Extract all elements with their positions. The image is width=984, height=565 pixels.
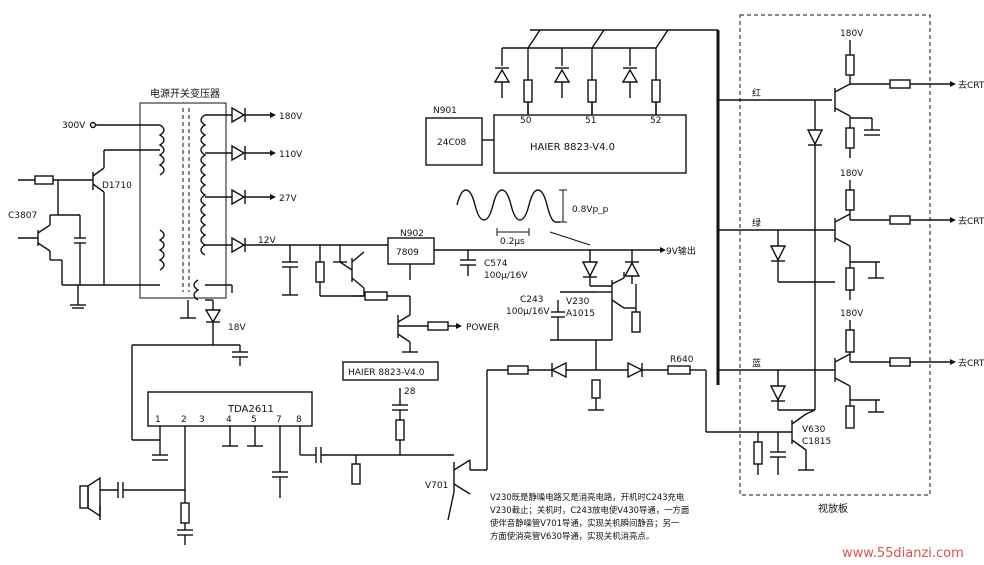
waveform-illustration <box>456 189 591 246</box>
label-red: 红 <box>752 87 761 99</box>
v701-transistor <box>447 459 487 521</box>
transformer-title: 电源开关变压器 <box>150 87 220 100</box>
regulator-stage <box>282 237 666 312</box>
label-180v-blue: 180V <box>840 309 864 319</box>
label-green: 绿 <box>752 217 761 229</box>
note-line-1: V230既是静噪电路又是消亮电路，开机时C243充电 <box>490 492 685 502</box>
label-v701: V701 <box>425 481 448 491</box>
tda-pin-1: 1 <box>155 415 161 425</box>
label-wave-period: 0.2μs <box>500 237 525 247</box>
label-c243-val: 100μ/16V <box>506 307 550 317</box>
label-n902: N902 <box>400 229 424 239</box>
switch-transistor-group <box>18 149 160 309</box>
label-n901: N901 <box>433 106 457 116</box>
video-amp-board <box>718 14 956 496</box>
label-wave-amplitude: 0.8Vp_p <box>572 205 609 215</box>
label-crt-red: 去CRT <box>958 79 984 91</box>
label-pin-28: 28 <box>404 387 416 397</box>
tda-pin-5: 5 <box>251 415 257 425</box>
label-c243: C243 <box>520 295 543 305</box>
label-tda2611: TDA2611 <box>227 404 274 415</box>
note-line-2: V230截止；关机时，C243放电使V430导通，一方面 <box>490 505 689 515</box>
label-180v-red: 180V <box>840 29 864 39</box>
tda2611-block <box>131 344 454 498</box>
label-c1815: C1815 <box>802 437 831 447</box>
label-300v: 300V <box>62 121 86 131</box>
label-110v: 110V <box>279 150 303 160</box>
diode-chain <box>486 361 792 470</box>
label-c3807: C3807 <box>8 211 37 221</box>
label-pin-52: 52 <box>650 116 661 126</box>
note-line-4: 方面使消亮管V630导通，实现关机消亮点。 <box>490 531 654 541</box>
label-r640: R640 <box>670 355 694 365</box>
watermark: www.55dianzi.com <box>842 546 964 561</box>
label-d1710: D1710 <box>102 181 132 191</box>
label-pin-51: 51 <box>585 116 596 126</box>
label-18v: 18V <box>228 323 246 333</box>
label-v630: V630 <box>802 425 826 435</box>
tda-pin-2: 2 <box>181 415 187 425</box>
label-24c08: 24C08 <box>437 138 466 148</box>
label-7809: 7809 <box>396 248 419 258</box>
label-mcu: HAIER 8823-V4.0 <box>530 142 615 153</box>
label-board: 视放板 <box>818 502 848 515</box>
v230-mute-stage <box>550 250 641 411</box>
label-180v-green: 180V <box>840 169 864 179</box>
tda-pin-8: 8 <box>296 415 302 425</box>
label-180v: 180V <box>279 112 303 122</box>
label-c574-val: 100μ/16V <box>484 271 528 281</box>
rectifier-diodes <box>180 106 388 345</box>
mcu-block <box>425 29 720 385</box>
label-pin-50: 50 <box>520 116 532 126</box>
label-a1015: A1015 <box>566 309 595 319</box>
label-crt-green: 去CRT <box>958 215 984 227</box>
switching-transformer <box>139 102 227 301</box>
tda-pin-3: 3 <box>199 415 205 425</box>
power-transistor <box>397 312 462 353</box>
label-crt-blue: 去CRT <box>958 357 984 369</box>
label-mcu2: HAIER 8823-V4.0 <box>348 368 425 378</box>
label-blue: 蓝 <box>752 357 761 369</box>
tda-pin-7: 7 <box>276 415 282 425</box>
label-27v: 27V <box>279 194 297 204</box>
note-line-3: 使伴音静噪管V701导通，实现关机瞬间静音；另一 <box>490 518 680 528</box>
label-12v: 12V <box>258 236 276 246</box>
speaker <box>79 476 193 545</box>
label-9v-output: 9V输出 <box>666 245 696 257</box>
label-c574: C574 <box>484 259 508 269</box>
label-power: POWER <box>466 323 499 333</box>
label-v230: V230 <box>566 297 590 307</box>
tda-pin-4: 4 <box>226 415 232 425</box>
